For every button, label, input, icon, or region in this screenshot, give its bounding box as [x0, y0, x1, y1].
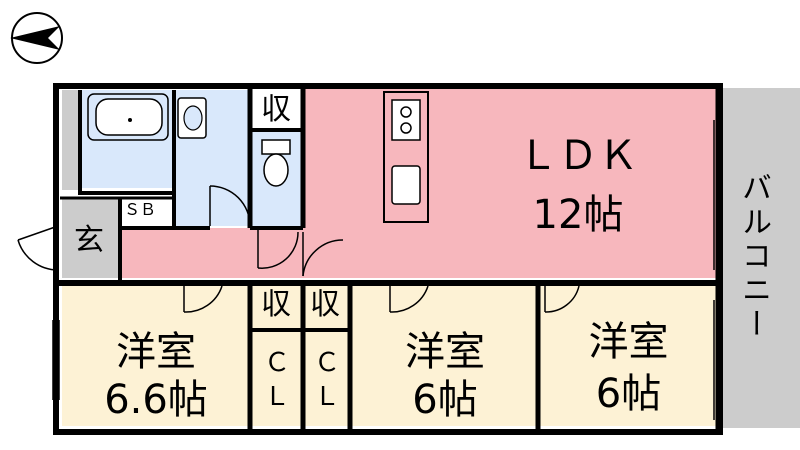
- western-room-1-name: 洋室: [116, 329, 196, 375]
- western-room-1-size: 6.6帖: [104, 377, 208, 423]
- western-room-2-name: 洋室: [405, 329, 485, 375]
- western-room-3-name: 洋室: [588, 319, 669, 365]
- entrance-label: 玄: [74, 223, 104, 258]
- western-room-1-area: [62, 286, 250, 426]
- western-room-3-size: 6帖: [595, 371, 662, 417]
- north-arrow-icon: [10, 12, 63, 64]
- sink-icon: [391, 165, 421, 205]
- storage-mid-2-label: 収: [310, 287, 340, 322]
- closet-2-bottom: Ｌ: [313, 382, 340, 412]
- hallway-area: [120, 228, 305, 278]
- stove-icon: [391, 99, 421, 141]
- washbasin-icon: [177, 97, 207, 139]
- ldk-size: 12帖: [532, 192, 624, 238]
- storage-mid-1-label: 収: [261, 287, 291, 322]
- balcony-label: バルコニー: [736, 172, 771, 342]
- western-room-2-area: [352, 286, 538, 426]
- balcony-area: [720, 88, 800, 428]
- western-room-3-area: [540, 286, 717, 426]
- doors: [17, 185, 580, 313]
- windows: [52, 120, 721, 420]
- left-wall-shading: [62, 90, 80, 190]
- closet-1-bottom: Ｌ: [263, 382, 290, 412]
- ldk-name: ＬＤＫ: [518, 133, 638, 179]
- western-room-2-size: 6帖: [412, 377, 478, 423]
- closet-2-top: Ｃ: [313, 348, 340, 378]
- toilet-icon: [261, 139, 291, 187]
- shoe-box-label: ＳＢ: [124, 200, 157, 219]
- entrance-area: [62, 198, 120, 278]
- closet-area: [250, 286, 350, 426]
- ldk-area: [303, 88, 717, 278]
- bathtub-icon: [87, 93, 169, 141]
- closet-1-top: Ｃ: [263, 348, 290, 378]
- storage-top-label: 収: [261, 92, 291, 127]
